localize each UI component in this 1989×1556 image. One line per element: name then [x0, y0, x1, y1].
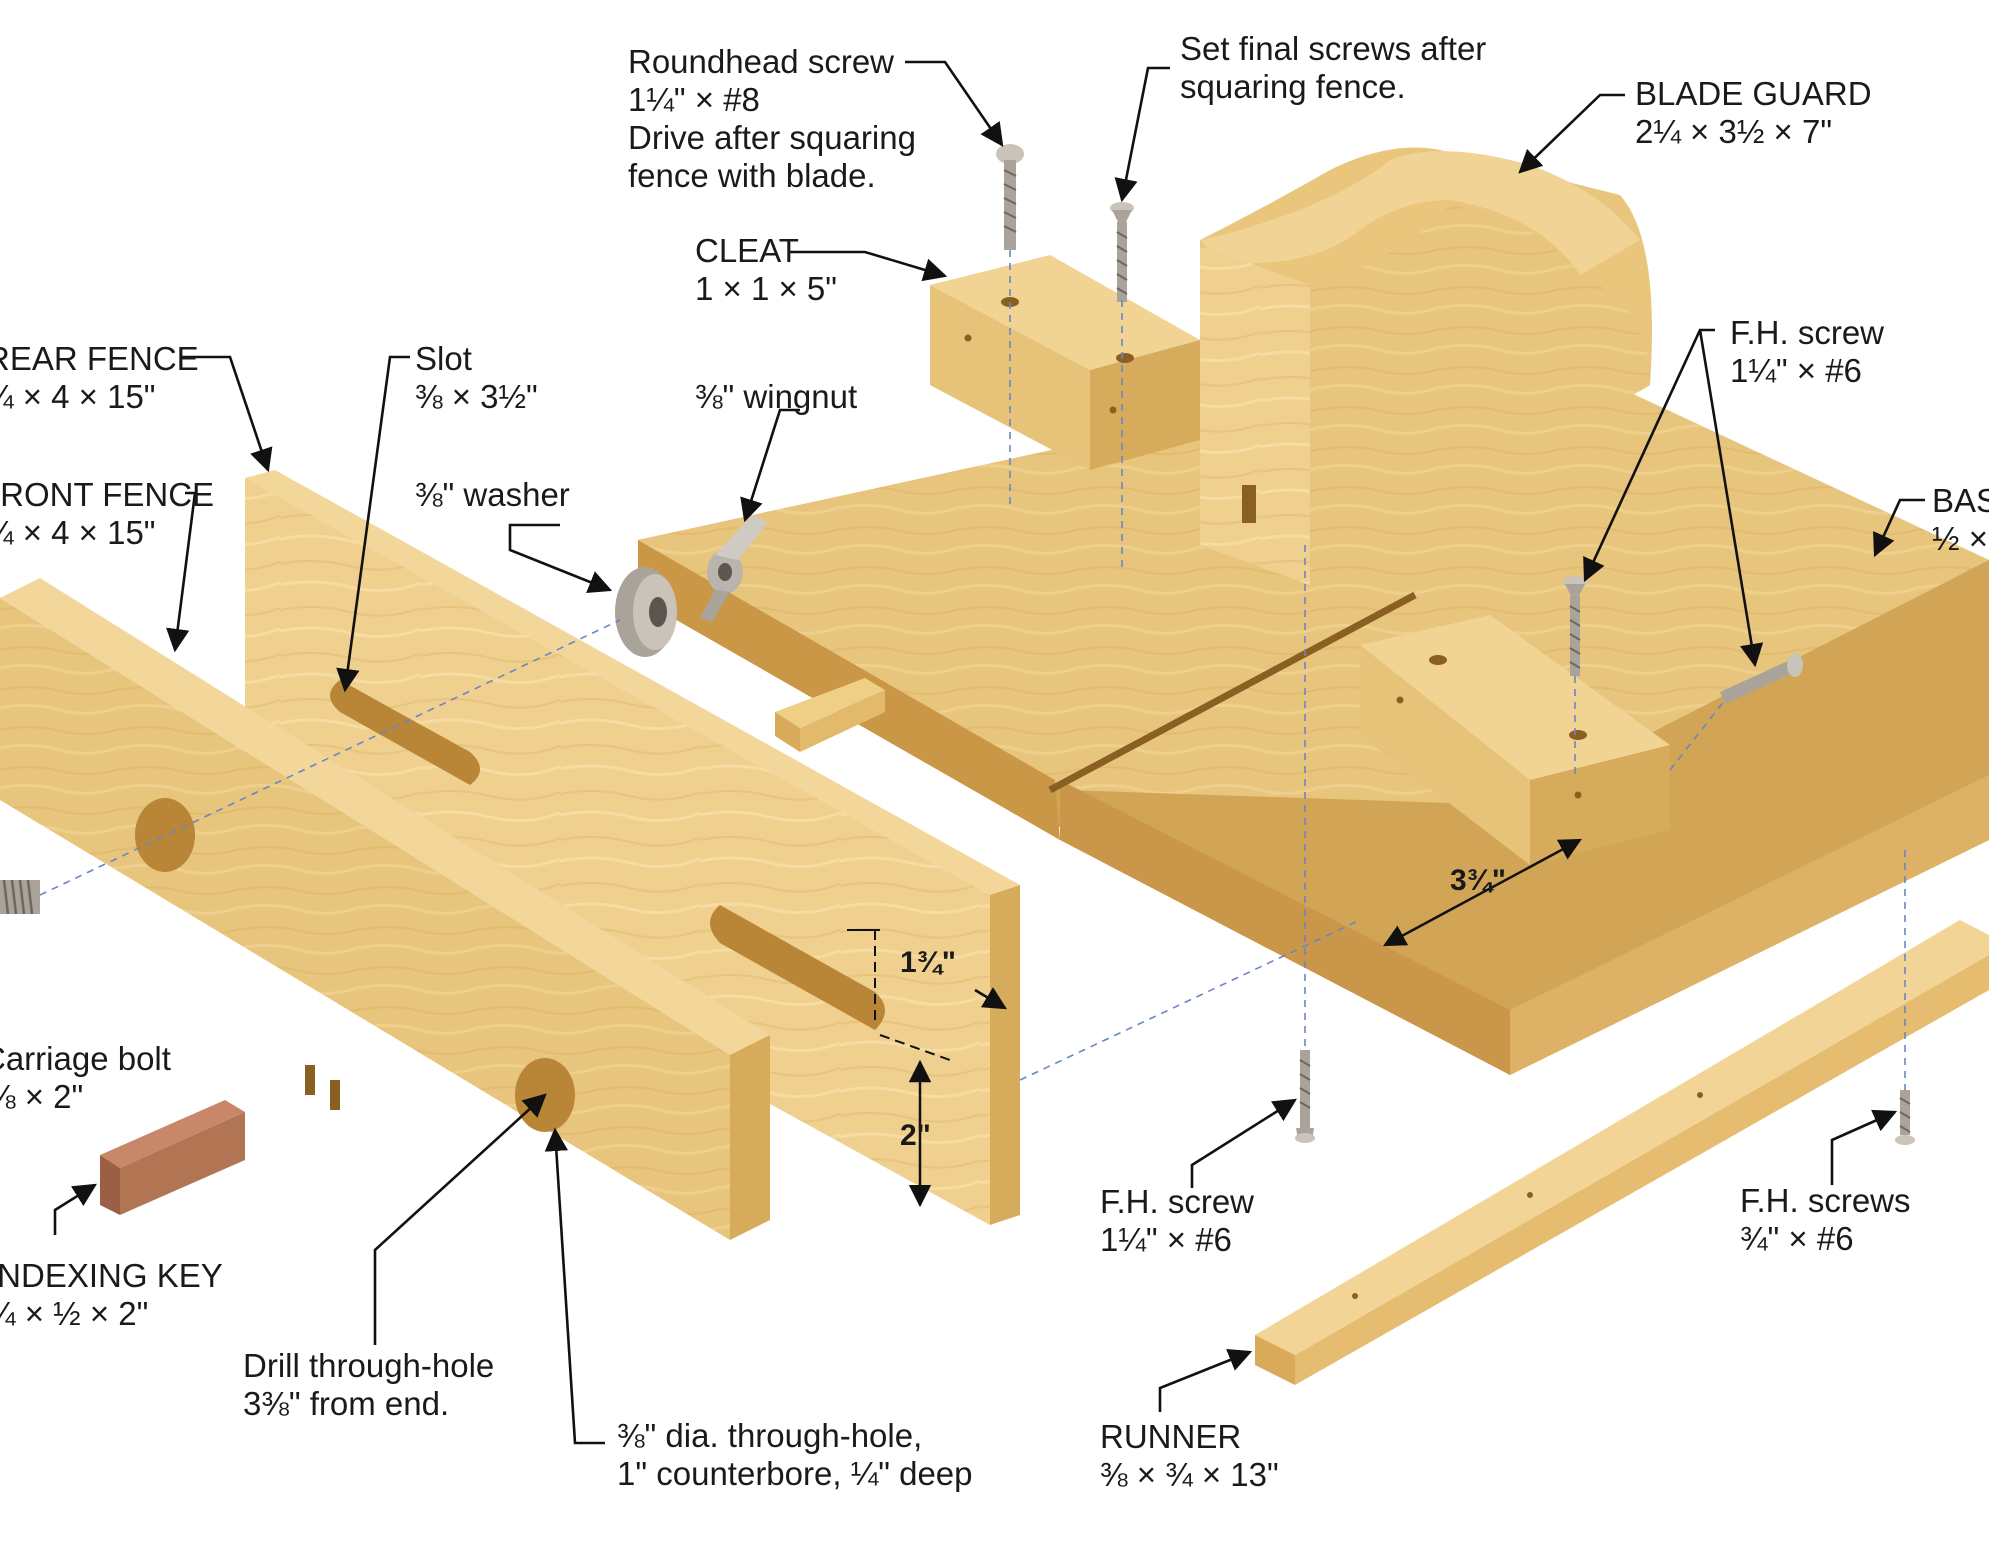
- label-slot: Slot ⅜ × 3½": [415, 340, 538, 415]
- label-runner-title: RUNNER: [1100, 1418, 1241, 1455]
- label-blade-guard-title: BLADE GUARD: [1635, 75, 1872, 112]
- washer: [615, 567, 677, 657]
- label-base-title: BASE: [1932, 482, 1989, 519]
- runner: [1255, 920, 1989, 1385]
- label-roundhead-screw: Roundhead screw 1¼" × #8 Drive after squ…: [628, 43, 916, 194]
- label-base: BASE ½ × 11 × 12": [1932, 482, 1989, 557]
- label-carriage-bolt: Carriage bolt ⅜ × 2": [0, 1040, 171, 1115]
- dim-slot-to-edge: 1¾": [900, 946, 956, 979]
- label-drill-through-hole: Drill through-hole 3⅜" from end.: [243, 1347, 494, 1422]
- label-roundhead-screw-line4: fence with blade.: [628, 157, 876, 194]
- wingnut: [700, 515, 768, 622]
- dimension-marks: [847, 838, 1582, 1208]
- label-fh-screw-top: F.H. screw 1¼" × #6: [1730, 314, 1884, 389]
- label-blade-guard-dims: 2¼ × 3½ × 7": [1635, 113, 1832, 150]
- label-fh-screws-bottom-dims: ¾" × #6: [1740, 1220, 1854, 1257]
- label-indexing-key-title: INDEXING KEY: [0, 1257, 223, 1294]
- alignment-lines: [39, 250, 1906, 1090]
- indexing-key: [100, 1100, 245, 1215]
- fh-screw-bottom: [1295, 1050, 1315, 1143]
- label-front-fence-title: FRONT FENCE: [0, 476, 214, 513]
- label-carriage-bolt-dims: ⅜ × 2": [0, 1078, 83, 1115]
- label-indexing-key-dims: ¼ × ½ × 2": [0, 1295, 148, 1332]
- label-set-final-screws-line2: squaring fence.: [1180, 68, 1406, 105]
- label-front-fence-dims: ¾ × 4 × 15": [0, 514, 156, 551]
- fh-screw-base-horizontal: [1720, 653, 1803, 704]
- label-indexing-key: INDEXING KEY ¼ × ½ × 2": [0, 1257, 223, 1332]
- label-runner-dims: ⅜ × ¾ × 13": [1100, 1456, 1279, 1493]
- fh-screw-base-vertical: [1563, 576, 1587, 676]
- leader-lines: [53, 60, 1925, 1445]
- label-runner: RUNNER ⅜ × ¾ × 13": [1100, 1418, 1279, 1493]
- label-through-hole-note-line1: ⅜" dia. through-hole,: [617, 1417, 922, 1454]
- roundhead-screw: [996, 144, 1024, 250]
- fh-screw-runner: [1895, 1090, 1915, 1145]
- label-fh-screw-bottom: F.H. screw 1¼" × #6: [1100, 1183, 1254, 1258]
- label-drill-through-hole-line2: 3⅜" from end.: [243, 1385, 449, 1422]
- label-through-hole-note: ⅜" dia. through-hole, 1" counterbore, ¼"…: [617, 1417, 973, 1492]
- fh-screw-top-middle: [1110, 202, 1134, 302]
- cleat-top: [930, 255, 1200, 470]
- label-set-final-screws: Set final screws after squaring fence.: [1180, 30, 1486, 105]
- label-roundhead-screw-line2: 1¼" × #8: [628, 81, 760, 118]
- label-wingnut: ⅜" wingnut: [695, 378, 857, 415]
- label-carriage-bolt-title: Carriage bolt: [0, 1040, 171, 1077]
- label-slot-dims: ⅜ × 3½": [415, 378, 538, 415]
- label-fh-screws-bottom: F.H. screws ¾" × #6: [1740, 1182, 1911, 1257]
- label-fh-screw-bottom-dims: 1¼" × #6: [1100, 1221, 1232, 1258]
- dim-cleat-spacing: 3¾": [1450, 864, 1506, 897]
- label-blade-guard: BLADE GUARD 2¼ × 3½ × 7": [1635, 75, 1872, 150]
- label-slot-title: Slot: [415, 340, 472, 377]
- label-fh-screw-top-title: F.H. screw: [1730, 314, 1884, 351]
- label-front-fence: FRONT FENCE ¾ × 4 × 15": [0, 476, 214, 551]
- cleat-bottom: [1360, 615, 1670, 865]
- rear-fence: [245, 470, 1020, 1225]
- blade-guard: [1200, 147, 1652, 585]
- label-base-dims: ½ × 11 × 12": [1932, 520, 1989, 557]
- label-fh-screw-bottom-title: F.H. screw: [1100, 1183, 1254, 1220]
- label-cleat-dims: 1 × 1 × 5": [695, 270, 837, 307]
- label-cleat-title: CLEAT: [695, 232, 799, 269]
- runner-stub: [775, 678, 885, 752]
- label-rear-fence: REAR FENCE ¾ × 4 × 15": [0, 340, 199, 415]
- label-through-hole-note-line2: 1" counterbore, ¼" deep: [617, 1455, 973, 1492]
- label-rear-fence-title: REAR FENCE: [0, 340, 199, 377]
- label-drill-through-hole-line1: Drill through-hole: [243, 1347, 494, 1384]
- base-panel: [638, 346, 1989, 1075]
- label-washer: ⅜" washer: [415, 476, 570, 513]
- label-fh-screws-bottom-title: F.H. screws: [1740, 1182, 1911, 1219]
- carriage-bolt: [0, 879, 40, 915]
- dim-slot-from-bottom: 2": [900, 1119, 931, 1152]
- label-set-final-screws-line1: Set final screws after: [1180, 30, 1486, 67]
- label-roundhead-screw-line3: Drive after squaring: [628, 119, 916, 156]
- label-roundhead-screw-line1: Roundhead screw: [628, 43, 894, 80]
- label-fh-screw-top-dims: 1¼" × #6: [1730, 352, 1862, 389]
- label-rear-fence-dims: ¾ × 4 × 15": [0, 378, 156, 415]
- label-cleat: CLEAT 1 × 1 × 5": [695, 232, 837, 307]
